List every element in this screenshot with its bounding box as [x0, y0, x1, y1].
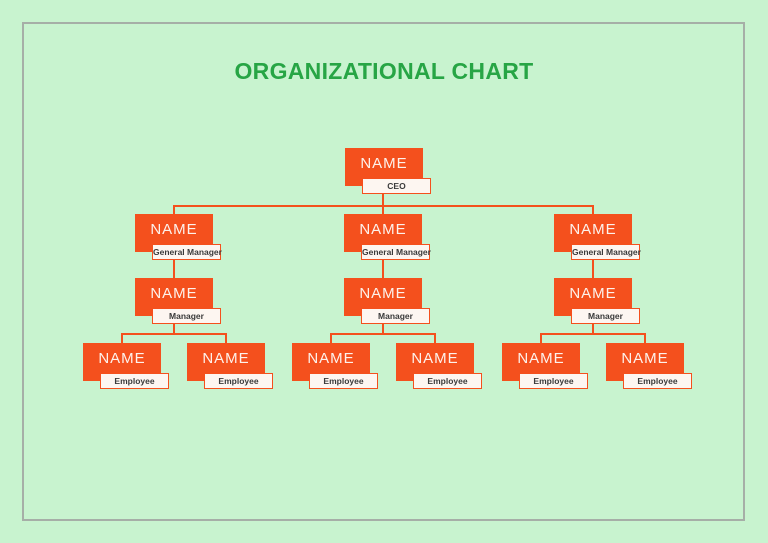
connector-line: [225, 333, 227, 343]
connector-line: [330, 333, 332, 343]
node-role-label: Manager: [361, 308, 430, 324]
node-role-label: CEO: [362, 178, 431, 194]
connector-line: [382, 186, 384, 207]
node-role-label: Employee: [623, 373, 692, 389]
connector-line: [592, 250, 594, 278]
connector-line: [592, 205, 594, 215]
connector-line: [121, 333, 227, 335]
connector-line: [173, 316, 175, 335]
node-role-label: General Manager: [361, 244, 431, 260]
connector-line: [330, 333, 436, 335]
connector-line: [173, 250, 175, 278]
page-border-frame: [22, 22, 745, 521]
connector-line: [382, 316, 384, 335]
node-role-label: Employee: [413, 373, 482, 389]
connector-line: [121, 333, 123, 343]
connector-line: [382, 205, 384, 215]
connector-line: [173, 205, 175, 215]
node-role-label: Employee: [100, 373, 169, 389]
node-role-label: General Manager: [152, 244, 222, 260]
node-role-label: Manager: [152, 308, 221, 324]
node-role-label: Employee: [204, 373, 273, 389]
page-title: ORGANIZATIONAL CHART: [234, 58, 534, 84]
connector-line: [540, 333, 646, 335]
node-role-label: Manager: [571, 308, 640, 324]
node-role-label: Employee: [309, 373, 378, 389]
connector-line: [434, 333, 436, 343]
node-role-label: General Manager: [571, 244, 641, 260]
connector-line: [540, 333, 542, 343]
connector-line: [592, 316, 594, 335]
connector-line: [382, 250, 384, 278]
connector-line: [644, 333, 646, 343]
node-role-label: Employee: [519, 373, 588, 389]
